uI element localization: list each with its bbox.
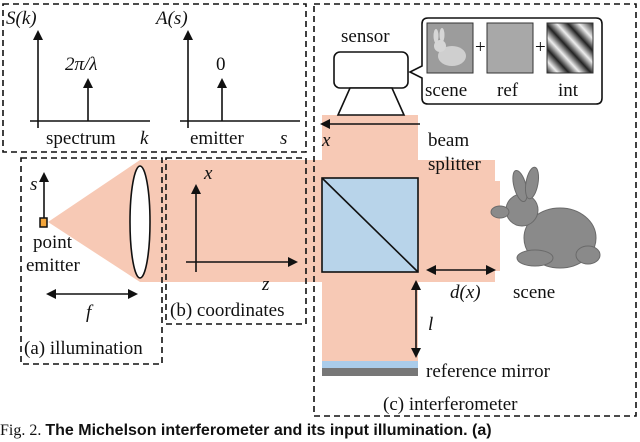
point-emitter xyxy=(39,217,48,228)
coordinates-panel-label: (b) coordinates xyxy=(170,300,284,321)
splitter-label: splitter xyxy=(428,154,481,175)
beam-to-scene xyxy=(415,181,500,271)
spectrum-x-var: k xyxy=(140,128,149,149)
interferometer-panel-frame xyxy=(313,3,637,417)
distance-label: d(x) xyxy=(450,282,481,303)
s-axis-label: s xyxy=(30,174,37,195)
sensor-label: sensor xyxy=(341,26,390,47)
point-label: point xyxy=(33,232,73,253)
beam-label: beam xyxy=(428,130,469,151)
emitter-x-label: emitter xyxy=(190,128,244,149)
diverging-beam xyxy=(48,160,140,282)
caption-fig-number: Fig. 2. xyxy=(0,422,42,439)
emitter-peak-label: 0 xyxy=(216,54,226,75)
spectrum-peak-label: 2π/λ xyxy=(65,54,98,75)
beam-splitter xyxy=(321,177,419,273)
sensor-x-label: x xyxy=(321,130,331,151)
spectrum-y-label: S(k) xyxy=(6,8,37,29)
bunny-scene-object xyxy=(490,166,601,269)
illumination-panel-label: (a) illumination xyxy=(24,338,143,359)
figure-caption: Fig. 2. The Michelson interferometer and… xyxy=(0,419,640,442)
caption-title: The Michelson interferometer and its inp… xyxy=(45,422,492,439)
emitter-label: emitter xyxy=(26,255,80,276)
interferometer-panel-label: (c) interferometer xyxy=(383,394,518,415)
coordinates-panel-frame xyxy=(165,157,307,325)
illumination-panel-frame xyxy=(20,157,163,365)
inset-label-int: int xyxy=(558,80,579,101)
focal-length-label: f xyxy=(86,302,94,323)
coord-z-label: z xyxy=(261,274,270,295)
source-panel-frame xyxy=(2,3,307,153)
emitter-y-label: A(s) xyxy=(154,8,188,29)
reference-mirror-label: reference mirror xyxy=(426,361,551,382)
inset-label-ref: ref xyxy=(497,80,519,101)
collimating-lens xyxy=(129,165,151,279)
reference-mirror xyxy=(322,361,418,376)
ref-thumbnail xyxy=(486,22,534,74)
emitter-plot: A(s) 0 emitter s xyxy=(154,8,300,149)
scene-label: scene xyxy=(513,282,555,303)
spectrum-plot: S(k) 2π/λ spectrum k xyxy=(6,8,150,149)
int-thumbnail xyxy=(546,22,594,74)
inset-plus-1: + xyxy=(475,37,486,58)
sensor xyxy=(333,51,409,116)
emitter-x-var: s xyxy=(280,128,287,149)
inset-plus-2: + xyxy=(535,37,546,58)
coord-x-label: x xyxy=(203,163,213,184)
spectrum-x-label: spectrum xyxy=(46,128,116,149)
arm-length-label: l xyxy=(428,314,433,335)
inset-label-scene: scene xyxy=(425,80,467,101)
sensor-image-inset: + + scene ref int xyxy=(408,17,603,105)
